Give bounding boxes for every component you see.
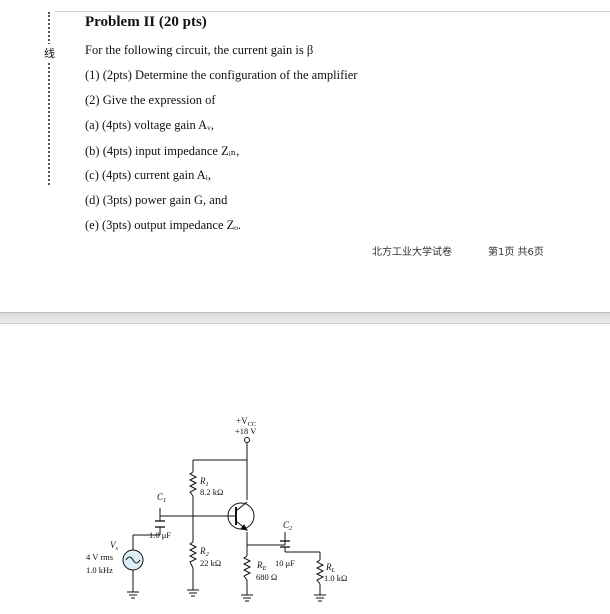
binding-margin-dots xyxy=(48,12,50,185)
bjt-transistor xyxy=(227,501,255,531)
footer-page-number: 第1页 共6页 xyxy=(488,247,544,258)
circuit-wires xyxy=(132,443,321,595)
r2-value: 22 kΩ xyxy=(200,558,221,568)
c2-value: 10 μF xyxy=(275,558,295,568)
problem-item-c: (c) (4pts) current gain Aᵢ, xyxy=(85,168,211,182)
footer-school: 北方工业大学试卷 xyxy=(372,247,452,258)
c1-label: C1 xyxy=(157,492,166,504)
vcc-label: +VCC xyxy=(236,416,256,428)
problem-intro: For the following circuit, the current g… xyxy=(85,43,314,57)
problem-item-e: (e) (3pts) output impedance Zₒ. xyxy=(85,218,241,232)
resistor-r1-symbol xyxy=(188,471,198,497)
r1-value: 8.2 kΩ xyxy=(200,487,223,497)
page-break-gap xyxy=(0,312,610,324)
c2-label: C2 xyxy=(283,520,293,532)
problem-item-d: (d) (3pts) power gain G, and xyxy=(85,193,228,207)
resistor-r2-symbol xyxy=(188,541,198,569)
resistor-rl-symbol xyxy=(315,559,325,585)
problem-item-1: (1) (2pts) Determine the configuration o… xyxy=(85,68,358,82)
problem-title: Problem II (20 pts) xyxy=(85,14,207,30)
ground-symbols xyxy=(127,589,326,602)
problem-item-a: (a) (4pts) voltage gain Aᵥ, xyxy=(85,118,214,132)
capacitor-c1-symbol xyxy=(155,520,165,528)
re-value: 680 Ω xyxy=(256,572,277,582)
ac-source-symbol xyxy=(122,549,144,571)
vs-amplitude: 4 V rms xyxy=(86,552,113,562)
resistor-re-symbol xyxy=(242,555,252,581)
page-upper: 线 Problem II (20 pts) For the following … xyxy=(44,11,610,258)
capacitor-c2-symbol xyxy=(280,540,290,548)
re-label: RE xyxy=(256,560,267,572)
header-rule xyxy=(55,11,610,12)
margin-mark: 线 xyxy=(44,44,55,62)
vcc-terminal xyxy=(244,437,250,443)
rl-value: 1.0 kΩ xyxy=(324,573,347,583)
r2-label: R2 xyxy=(199,546,210,558)
vs-label: Vs xyxy=(110,540,119,552)
problem-item-b: (b) (4pts) input impedance Zᵢₙ, xyxy=(85,144,240,158)
problem-item-2: (2) Give the expression of xyxy=(85,93,216,107)
rl-label: RL xyxy=(325,562,336,574)
r1-label: R1 xyxy=(199,476,209,488)
vcc-value: +18 V xyxy=(235,426,257,436)
vs-frequency: 1.0 kHz xyxy=(86,565,113,575)
c1-value: 1.0 μF xyxy=(149,530,171,540)
